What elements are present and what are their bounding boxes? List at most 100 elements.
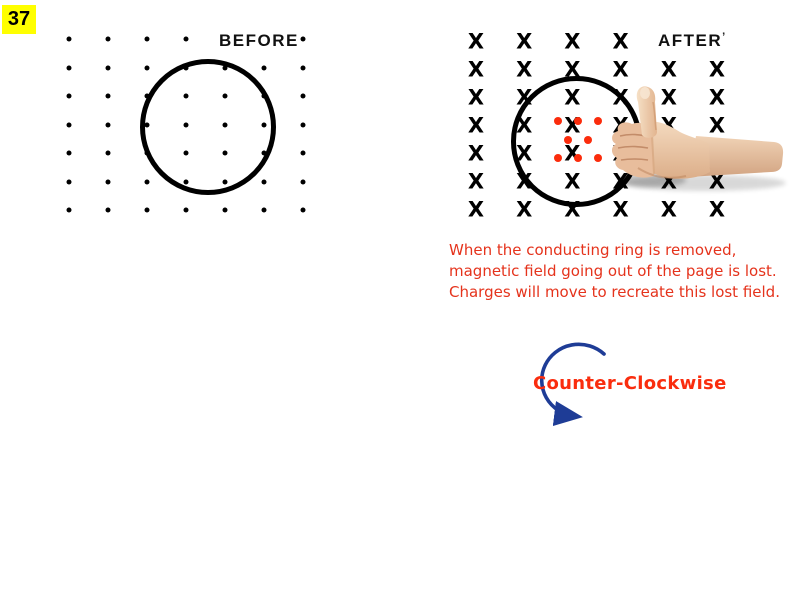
field-in-x: X: [467, 169, 485, 194]
field-in-x: X: [708, 169, 726, 194]
field-out-dot: [183, 150, 189, 156]
field-in-x: X: [660, 169, 677, 194]
field-out-dot: [183, 36, 189, 42]
induced-charge-dot: [594, 154, 602, 162]
field-out-dot: [144, 207, 150, 213]
field-out-dot: [261, 65, 267, 70]
field-out-dot: [183, 93, 189, 99]
explanation-text: When the conducting ring is removed, mag…: [449, 241, 780, 301]
before-label-text: BEFORE: [219, 31, 299, 50]
field-in-x: X: [516, 197, 533, 222]
field-in-x: X: [467, 57, 485, 82]
field-out-dot: [222, 93, 228, 99]
direction-label: Counter-Clockwise: [533, 373, 727, 394]
field-in-x: X: [708, 113, 726, 138]
field-out-dot: [300, 179, 306, 184]
field-in-x: X: [612, 29, 629, 54]
field-out-dot: [222, 122, 228, 127]
field-in-x: X: [612, 197, 629, 222]
induced-charge-dot: [564, 136, 572, 144]
field-out-dot: [222, 65, 228, 70]
field-in-x: X: [612, 141, 629, 166]
induced-charge-dot: [574, 117, 582, 125]
counter-clockwise-arrow-icon: [539, 342, 606, 426]
field-out-dot: [222, 207, 228, 213]
after-label: AFTER’: [658, 31, 725, 51]
field-out-dot: [66, 65, 72, 70]
field-in-x: X: [708, 141, 726, 166]
field-in-x: X: [467, 29, 485, 54]
field-in-x: X: [467, 113, 485, 138]
field-in-x: X: [564, 57, 581, 82]
induced-charge-dot: [554, 154, 562, 162]
field-in-x: X: [660, 197, 677, 222]
field-in-x: X: [467, 197, 485, 222]
field-in-x: X: [612, 113, 629, 138]
field-in-x: X: [564, 29, 581, 54]
field-out-dot: [105, 93, 111, 99]
slide-number-badge: 37: [2, 5, 36, 34]
field-in-x: X: [612, 57, 629, 82]
thumbs-up-image: [612, 86, 786, 191]
field-out-dot: [300, 36, 306, 42]
field-out-dot: [261, 179, 267, 184]
after-label-mark: ’: [722, 31, 726, 43]
field-in-x: X: [660, 57, 677, 82]
field-out-dot: [144, 122, 150, 127]
slide-number: 37: [7, 8, 31, 30]
field-out-dot: [66, 122, 72, 127]
field-out-dot: [300, 65, 306, 70]
field-out-dot: [183, 122, 189, 127]
field-out-dot: [183, 65, 189, 70]
field-out-dot: [261, 207, 267, 213]
field-out-dot: [144, 36, 150, 42]
induced-charge-dot: [554, 117, 562, 125]
field-in-x: X: [708, 197, 726, 222]
conducting-ring-after: [511, 76, 642, 207]
field-out-dot: [66, 179, 72, 184]
field-out-dot: [261, 150, 267, 156]
field-in-x: X: [516, 57, 533, 82]
field-in-x: X: [516, 141, 533, 166]
field-out-dot: [105, 36, 111, 42]
field-out-dot: [144, 93, 150, 99]
field-in-x: X: [516, 85, 533, 110]
induced-charge-dot: [574, 154, 582, 162]
field-in-x: X: [708, 57, 726, 82]
field-out-dot: [261, 122, 267, 127]
field-in-x: X: [564, 85, 581, 110]
field-in-x: X: [564, 169, 581, 194]
induced-charge-dot: [584, 136, 592, 144]
field-in-x: X: [564, 197, 581, 222]
conducting-ring-before: [140, 58, 276, 195]
field-out-dot: [300, 122, 306, 127]
field-out-dot: [105, 150, 111, 156]
field-out-dot: [66, 150, 72, 156]
after-label-text: AFTER: [658, 31, 723, 50]
field-in-x: X: [564, 141, 581, 166]
field-out-dot: [105, 122, 111, 127]
field-out-dot: [66, 207, 72, 213]
field-in-x: X: [516, 169, 533, 194]
field-in-x: X: [516, 29, 533, 54]
field-out-dot: [105, 207, 111, 213]
field-in-x: X: [660, 85, 677, 110]
field-in-x: X: [708, 85, 726, 110]
field-in-x: X: [467, 141, 485, 166]
field-out-dot: [183, 207, 189, 213]
field-in-x: X: [660, 113, 677, 138]
field-out-dot: [144, 150, 150, 156]
field-out-dot: [222, 179, 228, 184]
field-in-x: X: [612, 85, 629, 110]
field-out-dot: [222, 150, 228, 156]
field-out-dot: [261, 93, 267, 99]
field-in-x: X: [612, 169, 629, 194]
induced-charge-dot: [594, 117, 602, 125]
field-out-dot: [105, 65, 111, 70]
field-out-dot: [144, 179, 150, 184]
field-out-dot: [300, 150, 306, 156]
field-in-x: X: [660, 141, 677, 166]
field-out-dot: [300, 207, 306, 213]
field-out-dot: [66, 93, 72, 99]
